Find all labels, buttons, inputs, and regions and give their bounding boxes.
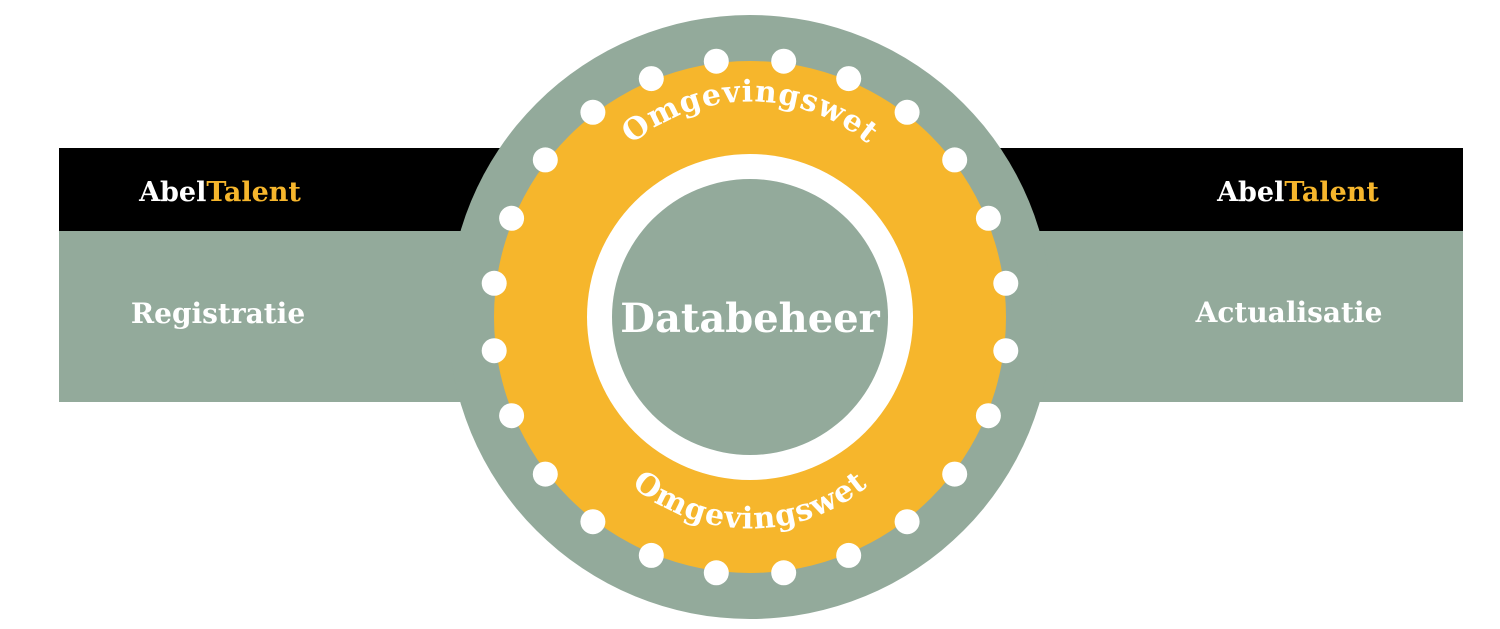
ring-dot (481, 270, 507, 296)
left-brand-logo: AbelTalent (138, 177, 301, 208)
ring-dot (481, 338, 507, 364)
ring-dot (580, 509, 606, 535)
ring-dot (580, 99, 606, 125)
ring-dot (975, 403, 1001, 429)
ring-dot (499, 205, 525, 231)
ring-dot (532, 147, 558, 173)
ring-dot (894, 99, 920, 125)
ring-dot (771, 560, 797, 586)
right-brand-talent: Talent (1284, 177, 1379, 208)
core-circle (612, 179, 888, 455)
right-brand-logo: AbelTalent (1216, 177, 1379, 208)
ring-dot (638, 66, 664, 92)
ring-dot (894, 509, 920, 535)
ring-dot (499, 403, 525, 429)
ring-dot (975, 205, 1001, 231)
ring-dot (771, 48, 797, 74)
ring-dot (993, 270, 1019, 296)
ring-dot (703, 560, 729, 586)
ring-dot (942, 147, 968, 173)
ring-dots (481, 48, 1019, 586)
ring-dot (638, 542, 664, 568)
ring-dot (703, 48, 729, 74)
ring-dot (993, 338, 1019, 364)
left-label-registratie: Registratie (131, 297, 305, 330)
ring-dot (532, 461, 558, 487)
left-brand-talent: Talent (206, 177, 301, 208)
ring-dot (836, 66, 862, 92)
ring-dot (836, 542, 862, 568)
center-label-databeheer: Databeheer (620, 295, 880, 342)
ring-dot (942, 461, 968, 487)
right-brand-bar (950, 148, 1463, 231)
left-brand-abel: Abel (138, 177, 206, 208)
right-brand-abel: Abel (1216, 177, 1284, 208)
right-label-actualisatie: Actualisatie (1195, 296, 1383, 329)
